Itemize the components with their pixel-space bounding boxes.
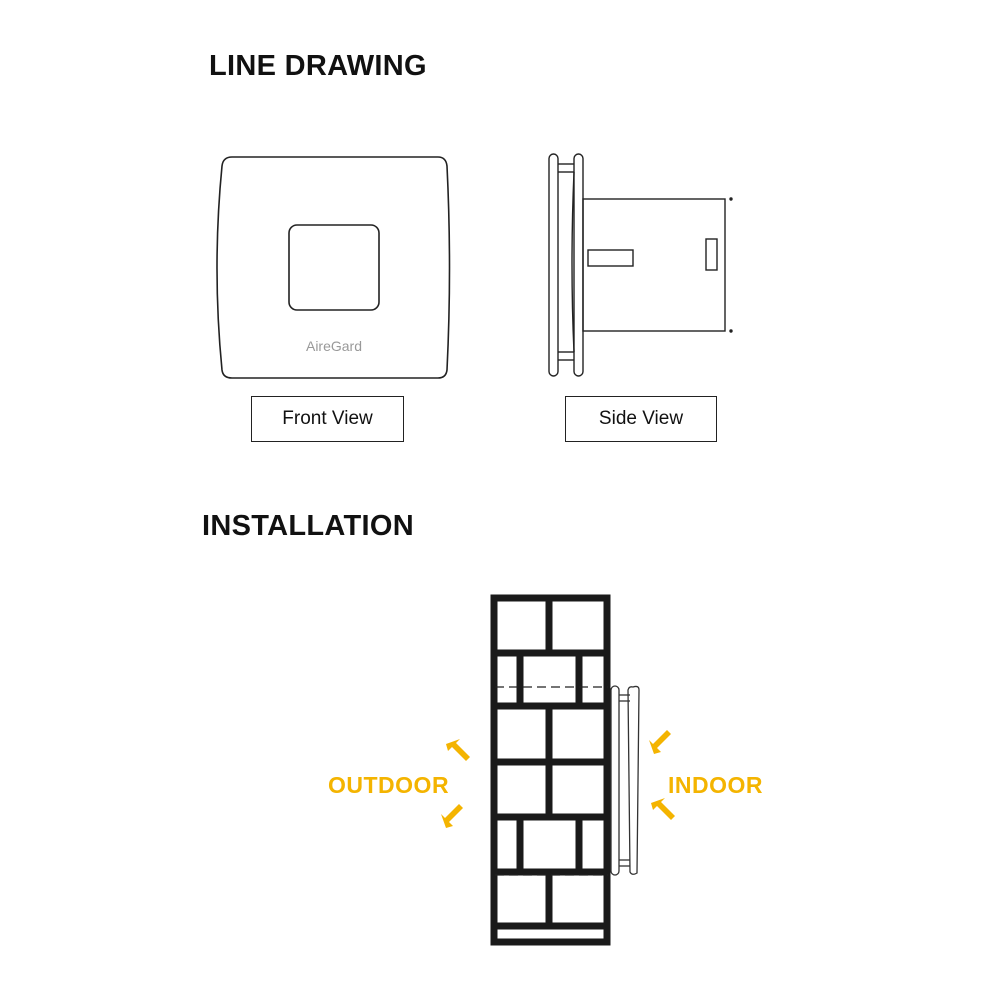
arrow-outdoor-down-icon (441, 804, 463, 828)
outdoor-label: OUTDOOR (328, 772, 450, 798)
arrow-indoor-bottom-icon (651, 798, 675, 820)
arrow-indoor-top-icon (649, 730, 671, 754)
front-view-drawing (216, 156, 451, 379)
brick-wall (490, 594, 611, 946)
arrow-outdoor-up-icon (446, 739, 470, 761)
side-view-drawing (548, 153, 733, 377)
indoor-label: INDOOR (668, 772, 763, 798)
duct-dashed-lines (495, 686, 608, 876)
fan-installed (610, 685, 640, 876)
front-view-label: Front View (251, 396, 404, 442)
section-title-installation: INSTALLATION (202, 510, 414, 542)
section-title-line-drawing: LINE DRAWING (209, 50, 427, 82)
brand-logo: AireGard (306, 338, 362, 354)
side-view-label: Side View (565, 396, 717, 442)
